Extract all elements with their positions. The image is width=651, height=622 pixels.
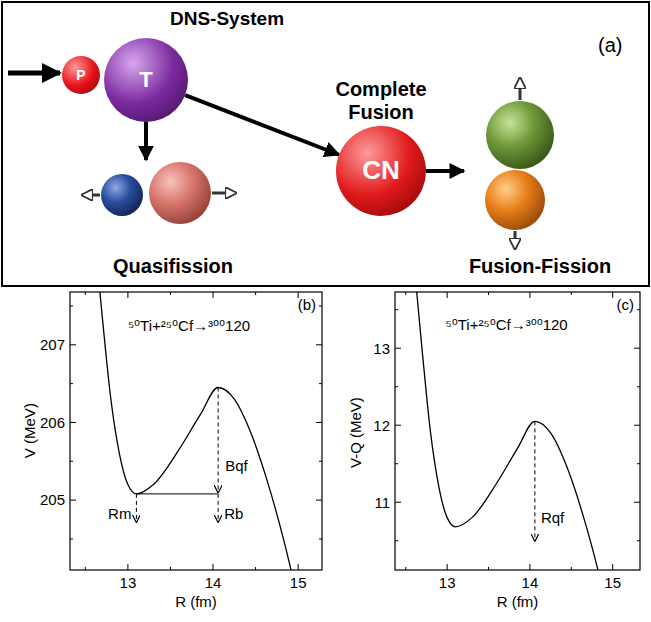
tick-label: 205 [40, 491, 65, 508]
axis-title: R (fm) [497, 593, 539, 610]
tick-label: 13 [373, 340, 390, 357]
distance-arrow [534, 421, 535, 540]
quasifission-group: Quasifission [88, 160, 258, 282]
fusion-fission-group: Fusion-Fission [464, 92, 616, 282]
axis-title: V-Q (MeV) [346, 398, 363, 469]
potential-curve [94, 292, 298, 570]
panel-label: (b) [298, 296, 316, 313]
node-label: T [104, 38, 188, 122]
node-label: Fusion-Fission [464, 255, 616, 278]
barrier-arrow [218, 388, 219, 493]
tick-label: 13 [439, 574, 456, 591]
tick-label: 15 [290, 574, 307, 591]
tick-label: 13 [120, 574, 137, 591]
reaction-label: ⁵⁰Ti+²⁵⁰Cf→³⁰⁰120 [445, 316, 567, 333]
node-label: P [62, 56, 100, 94]
target-sphere: DNS-SystemT [104, 38, 188, 122]
tick-label: 14 [205, 574, 222, 591]
panel-frame: (a)PDNS-SystemTQuasifissionComplete Fusi… [1, 1, 650, 287]
distance-arrow [136, 494, 137, 522]
fission-fragments [485, 78, 554, 249]
node-heading: (a) [598, 34, 622, 57]
plot-b [70, 228, 322, 601]
plot-frame [395, 292, 640, 570]
tick-label: 207 [40, 336, 65, 353]
reaction-label: ⁵⁰Ti+²⁵⁰Cf→³⁰⁰120 [128, 317, 250, 334]
ticks [70, 292, 322, 570]
tick-label: 14 [522, 574, 539, 591]
barrier-label: Bqf [225, 457, 248, 474]
compound-nucleus: Complete FusionCN [336, 126, 426, 216]
distance-label: Rb [224, 505, 243, 522]
process-arrow [185, 95, 339, 155]
ticks [395, 292, 640, 570]
node-label: CN [336, 126, 426, 216]
incoming-arrow [8, 73, 60, 74]
tick-label: 11 [374, 494, 390, 511]
node-label: Quasifission [88, 255, 258, 278]
plot-frame [70, 292, 322, 570]
process-arrow [144, 122, 148, 160]
projectile-sphere: P [62, 56, 100, 94]
tick-label: 206 [40, 414, 65, 431]
potential-plots [70, 228, 640, 622]
tick-label: 12 [373, 417, 390, 434]
distance-label: Rm [108, 505, 131, 522]
axis-title: V (MeV) [21, 403, 38, 458]
axis-title: R (fm) [175, 593, 217, 610]
plot-c [395, 264, 640, 622]
quasifission-fragments [82, 162, 236, 224]
distance-arrow [218, 494, 219, 522]
potential-curve [414, 292, 613, 570]
distance-label: Rqf [541, 509, 564, 526]
tick-label: 15 [604, 574, 621, 591]
node-heading: DNS-System [170, 8, 284, 30]
level-line [136, 493, 218, 494]
panel-label: (c) [617, 296, 635, 313]
process-arrow [426, 169, 464, 173]
node-heading: Complete Fusion [326, 78, 436, 124]
